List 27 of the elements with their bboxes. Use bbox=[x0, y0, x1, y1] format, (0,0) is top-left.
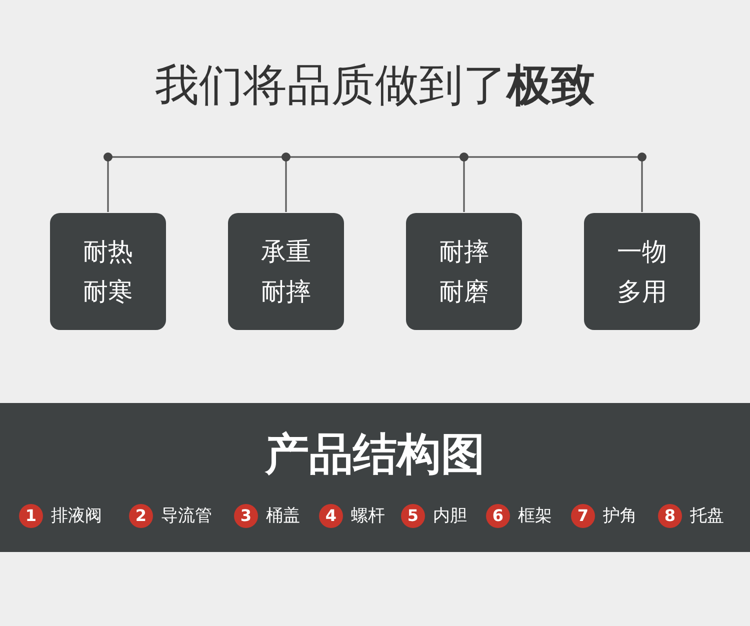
heading: 产品结构图 bbox=[264, 428, 486, 482]
heading-band bbox=[0, 403, 750, 552]
part-name: 导流管 bbox=[161, 505, 212, 528]
title: 我们将品质做到了极致 bbox=[154, 59, 596, 113]
number-badge: 1 bbox=[19, 504, 43, 528]
feature-box bbox=[406, 213, 522, 330]
feature-box bbox=[228, 213, 344, 330]
part-name: 桶盖 bbox=[266, 505, 300, 528]
number-badge: 4 bbox=[319, 504, 343, 528]
number-badge: 3 bbox=[234, 504, 258, 528]
feature-box bbox=[50, 213, 166, 330]
feature-box bbox=[584, 213, 700, 330]
number-badge: 6 bbox=[486, 504, 510, 528]
part-name: 护角 bbox=[603, 505, 637, 528]
part-name: 排液阀 bbox=[51, 505, 102, 528]
box-text: 一物多用 bbox=[616, 236, 668, 308]
part-name: 内胆 bbox=[433, 505, 467, 528]
number-badge: 5 bbox=[401, 504, 425, 528]
box-text: 耐摔耐磨 bbox=[438, 236, 490, 308]
number-badge: 8 bbox=[658, 504, 682, 528]
part-name: 框架 bbox=[518, 505, 552, 528]
number-badge: 2 bbox=[129, 504, 153, 528]
part-name: 托盘 bbox=[690, 505, 724, 528]
part-name: 螺杆 bbox=[351, 505, 385, 528]
box-text: 承重耐摔 bbox=[260, 236, 312, 308]
number-badge: 7 bbox=[571, 504, 595, 528]
box-text: 耐热耐寒 bbox=[82, 236, 134, 308]
